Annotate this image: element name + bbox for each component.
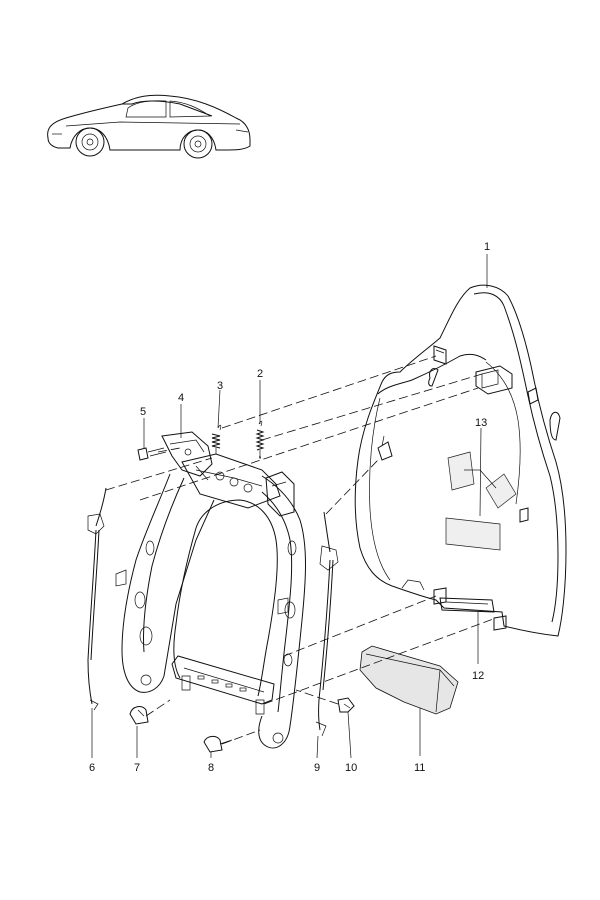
lower-trim-strip xyxy=(439,597,495,613)
callout-8: 8 xyxy=(208,762,214,774)
clip-part-8 xyxy=(203,735,233,753)
backrest-pad-set xyxy=(445,451,517,551)
clip-part-7 xyxy=(129,706,149,725)
cable-rod-right xyxy=(315,511,339,737)
callout-5: 5 xyxy=(140,406,146,418)
callout-6: 6 xyxy=(89,762,95,774)
cable-rod-left xyxy=(87,487,107,711)
headrest-mount-bracket xyxy=(475,365,513,395)
tension-spring-short xyxy=(211,424,222,454)
callout-11: 11 xyxy=(414,762,425,774)
screw-part-5 xyxy=(137,447,167,461)
callout-10: 10 xyxy=(345,762,357,774)
callout-7: 7 xyxy=(134,762,140,774)
pivot-bracket xyxy=(161,431,213,481)
callout-4: 4 xyxy=(178,392,184,404)
clip-part-10 xyxy=(337,697,355,713)
callout-2: 2 xyxy=(257,368,263,380)
callout-leader-lines xyxy=(91,254,497,759)
backrest-foam-block xyxy=(359,645,459,715)
callout-3: 3 xyxy=(217,380,223,392)
backrest-frame xyxy=(115,453,306,749)
callout-labels: 1 2 3 4 5 6 7 8 9 10 11 12 13 xyxy=(89,241,490,774)
assembly-guide-lines xyxy=(105,355,497,745)
callout-13: 13 xyxy=(475,417,487,429)
callout-9: 9 xyxy=(314,762,320,774)
callout-1: 1 xyxy=(484,241,490,253)
callout-12: 12 xyxy=(472,670,484,682)
car-side-view-icon xyxy=(47,94,251,159)
